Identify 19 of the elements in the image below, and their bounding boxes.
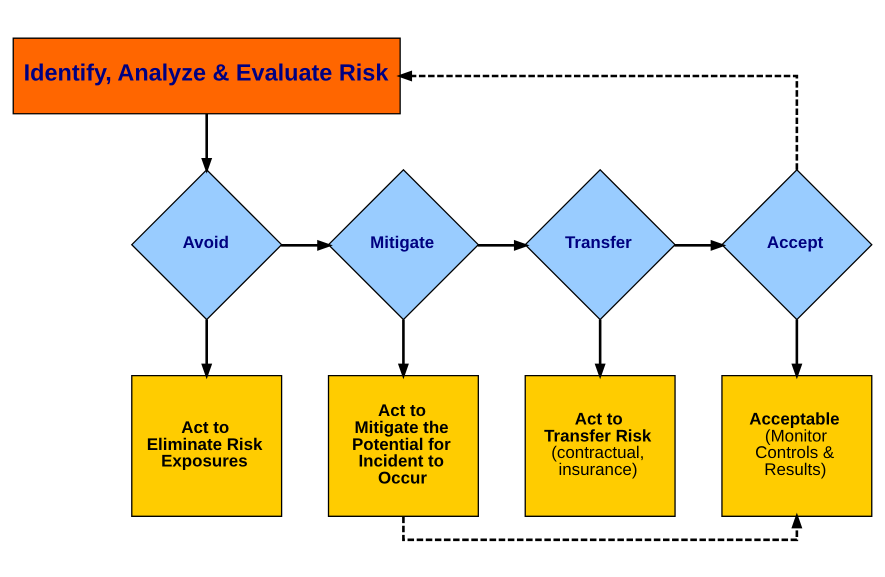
node-box: Act to Eliminate Risk Exposures: [131, 374, 282, 516]
arrow: [201, 113, 212, 174]
arrow: [594, 319, 606, 379]
node-diamond: Accept: [721, 168, 873, 320]
node-diamond: Transfer: [524, 168, 676, 320]
node-box: Identify, Analyze & Evaluate Risk: [12, 37, 401, 114]
node-diamond: Avoid: [130, 168, 283, 320]
arrow: [674, 239, 726, 250]
arrow: [201, 319, 212, 379]
node-box: Act to Mitigate the Potential for Incident to Occur: [328, 374, 479, 516]
arrow: [791, 319, 802, 379]
arrow: [396, 70, 798, 170]
arrow: [478, 239, 530, 250]
arrow: [281, 239, 333, 250]
node-box: Act to Transfer Risk (contractual, insurance): [524, 374, 676, 516]
arrow: [402, 512, 802, 541]
arrow: [398, 319, 409, 379]
node-box: Acceptable (Monitor Controls & Results): [721, 374, 872, 516]
node-diamond: Mitigate: [328, 168, 480, 320]
